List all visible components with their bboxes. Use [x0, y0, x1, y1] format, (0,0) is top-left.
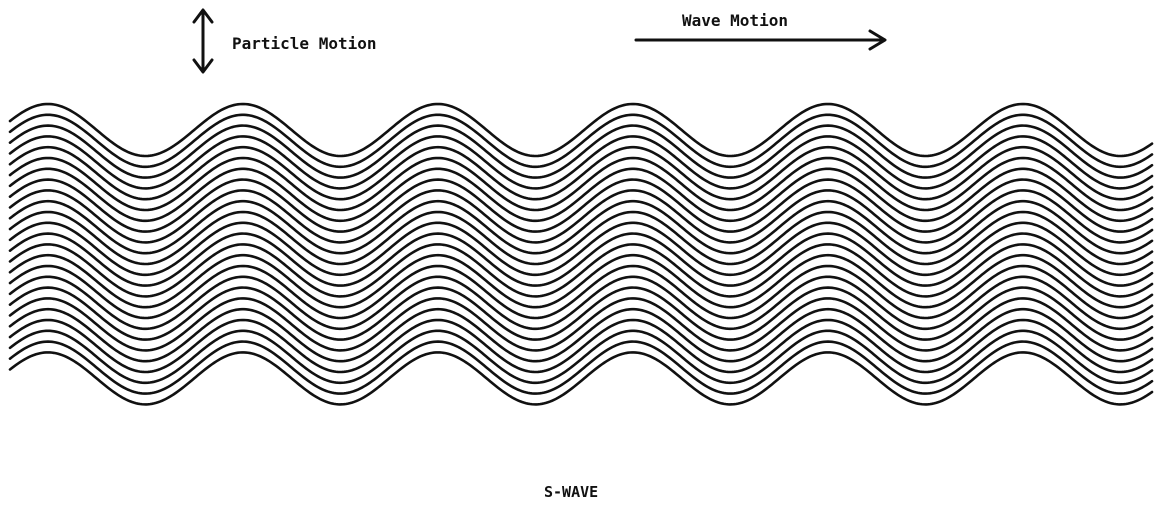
wave-line	[8, 264, 1154, 320]
wave-line	[8, 156, 1154, 212]
wave-line	[8, 318, 1154, 374]
wave-line	[8, 167, 1154, 223]
wave-line	[8, 102, 1154, 158]
wave-motion-label: Wave Motion	[682, 11, 788, 30]
wave-line	[8, 145, 1154, 201]
wave-line	[8, 243, 1154, 298]
wave-line	[8, 124, 1154, 179]
wave-line	[8, 199, 1154, 255]
wave-line	[8, 329, 1154, 385]
wave-line	[8, 232, 1154, 287]
wave-line	[8, 297, 1154, 352]
wave-line	[8, 340, 1154, 395]
wave-line	[8, 221, 1154, 277]
wave-line	[8, 189, 1154, 244]
wave-motion-arrow-icon	[634, 29, 887, 51]
diagram-caption: S-WAVE	[544, 483, 598, 501]
wave-line	[8, 178, 1154, 233]
wave-line	[8, 210, 1154, 266]
particle-motion-label: Particle Motion	[232, 34, 377, 53]
wave-lines	[8, 102, 1154, 406]
wave-line	[8, 113, 1154, 169]
particle-motion-arrow-icon	[192, 8, 214, 74]
wave-line	[8, 286, 1154, 341]
wave-line	[8, 253, 1154, 309]
wave-line	[8, 275, 1154, 331]
wave-line	[8, 307, 1154, 363]
wave-line	[8, 135, 1154, 190]
wave-line	[8, 351, 1154, 406]
